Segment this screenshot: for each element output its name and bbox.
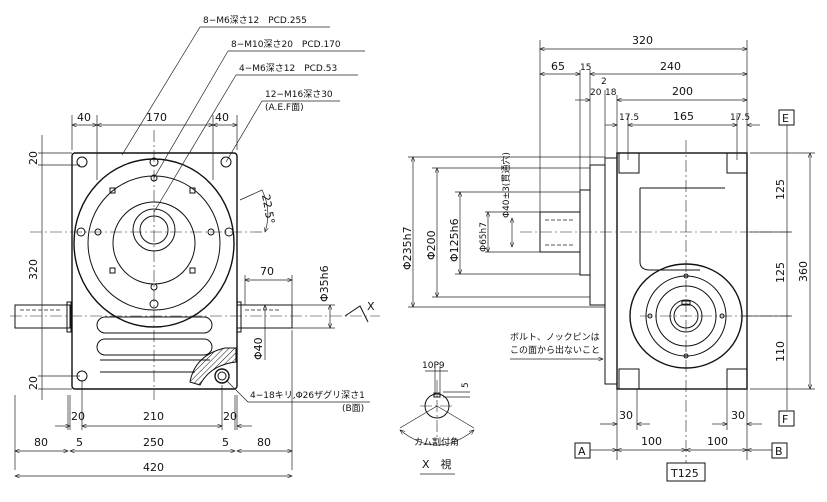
dim-dia-35h6: Φ35h6 bbox=[318, 265, 331, 302]
dim-angle-22-5: 22.5° bbox=[259, 193, 277, 225]
face-e-label: E bbox=[782, 112, 789, 125]
dim-80-left: 80 bbox=[34, 436, 48, 449]
face-a-box bbox=[574, 442, 591, 459]
face-b-label: B bbox=[775, 445, 783, 458]
dim-20-top: 20 bbox=[27, 151, 40, 165]
dim-360: 360 bbox=[797, 261, 810, 282]
face-b-box bbox=[771, 442, 788, 459]
dim-dia-125h6: Φ125h6 bbox=[448, 218, 461, 262]
dim-5-left: 5 bbox=[76, 436, 83, 449]
callout-m10-pcd170: 8−M10深さ20 PCD.170 bbox=[231, 39, 341, 50]
model-box bbox=[666, 462, 706, 482]
dim-40-left: 40 bbox=[77, 111, 91, 124]
cam-angle-label: カム割付角 bbox=[414, 436, 459, 448]
right-shaft bbox=[236, 304, 293, 329]
dim-5-right: 5 bbox=[222, 436, 229, 449]
dim-through-hole: Φ40±3(貫通穴) bbox=[500, 152, 512, 218]
dim-5-key: 5 bbox=[461, 382, 471, 388]
dim-20-br: 20 bbox=[223, 410, 237, 423]
dim-170: 170 bbox=[146, 111, 167, 124]
dim-2: 2 bbox=[601, 77, 607, 87]
dim-30-left: 30 bbox=[619, 409, 633, 422]
face-e-box bbox=[778, 109, 795, 126]
dim-420: 420 bbox=[143, 461, 164, 474]
dim-30-right: 30 bbox=[731, 409, 745, 422]
x-view-title: X 視 bbox=[422, 457, 452, 471]
dim-18: 18 bbox=[605, 88, 617, 98]
corner-hole bbox=[220, 156, 232, 168]
dim-dia-40: Φ40 bbox=[252, 337, 265, 360]
housing-outline bbox=[71, 152, 238, 390]
face-f-label: F bbox=[782, 413, 788, 426]
callout-b-face-holes: 4−18キリ,Φ26ザグリ深さ1 bbox=[250, 389, 365, 401]
corner-hole-b bbox=[214, 368, 230, 384]
callout-b-face: (B面) bbox=[342, 403, 364, 414]
dim-320: 320 bbox=[27, 259, 40, 280]
dim-125-top: 125 bbox=[774, 179, 787, 200]
dim-20-bottom: 20 bbox=[27, 376, 40, 390]
bolt-note-line2: この面から出ないこと bbox=[510, 344, 600, 356]
dim-10p9: 10P9 bbox=[422, 361, 445, 371]
dim-20-bl: 20 bbox=[71, 410, 85, 423]
dim-210: 210 bbox=[143, 410, 164, 423]
face-a-label: A bbox=[578, 445, 586, 458]
dim-40-right: 40 bbox=[215, 111, 229, 124]
callout-m16-faces: (A.E.F面) bbox=[265, 102, 304, 113]
dim-dia-235h7: Φ235h7 bbox=[401, 226, 414, 270]
dim-15: 15 bbox=[580, 63, 591, 73]
callout-m16: 12−M16深さ30 bbox=[265, 89, 333, 100]
dim-80-right: 80 bbox=[257, 436, 271, 449]
view-x-arrow bbox=[344, 305, 369, 323]
dim-dia-200: Φ200 bbox=[425, 230, 438, 260]
front-view: 40 170 40 20 320 20 22.5° 70 Φ35h6 Φ40 X bbox=[10, 15, 380, 476]
x-view: 10P9 5 カム割付角 X 視 bbox=[400, 361, 474, 475]
left-shaft bbox=[14, 304, 71, 329]
dim-dia-65h7: Φ65h7 bbox=[479, 222, 489, 252]
dim-17-5-left: 17.5 bbox=[619, 113, 639, 123]
section-hatch bbox=[189, 347, 237, 386]
dim-320-side: 320 bbox=[632, 34, 653, 47]
dim-240: 240 bbox=[660, 60, 681, 73]
dim-65: 65 bbox=[551, 60, 565, 73]
side-view: 320 65 15 240 2 20 18 200 17.5 165 17.5 … bbox=[401, 34, 815, 482]
model-label: T125 bbox=[670, 467, 699, 480]
view-x-label: X bbox=[367, 300, 375, 313]
dim-70: 70 bbox=[260, 265, 274, 278]
bolt-note-line1: ボルト、ノックピンは bbox=[510, 332, 600, 343]
callout-m6-pcd53: 4−M6深さ12 PCD.53 bbox=[239, 63, 337, 74]
dim-17-5-right: 17.5 bbox=[730, 113, 750, 123]
dim-125-mid: 125 bbox=[774, 262, 787, 283]
dim-200-side: 200 bbox=[672, 85, 693, 98]
dim-20-side: 20 bbox=[590, 88, 602, 98]
dim-110: 110 bbox=[774, 341, 787, 362]
callout-m6-pcd255: 8−M6深さ12 PCD.255 bbox=[203, 15, 307, 26]
corner-hole bbox=[76, 156, 88, 168]
face-f-box bbox=[778, 410, 795, 427]
dim-100-right: 100 bbox=[707, 435, 728, 448]
dim-165: 165 bbox=[673, 110, 694, 123]
dim-250: 250 bbox=[143, 436, 164, 449]
dim-100-left: 100 bbox=[641, 435, 662, 448]
